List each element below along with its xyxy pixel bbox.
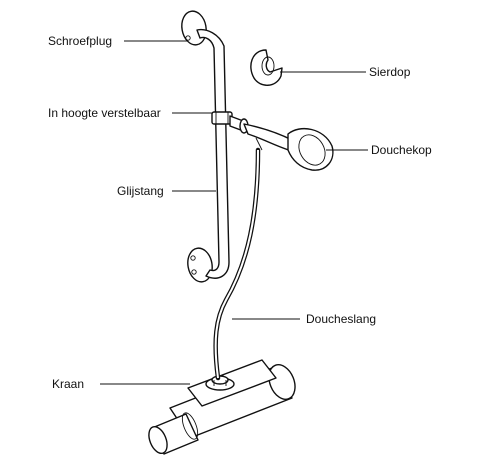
label-doucheslang: Doucheslang	[306, 312, 376, 326]
mixer-tap	[148, 359, 296, 455]
label-in-hoogte-verstelbaar: In hoogte verstelbaar	[48, 106, 161, 120]
height-slider	[211, 111, 249, 134]
screw-plug	[185, 35, 197, 275]
label-sierdop: Sierdop	[369, 65, 411, 79]
shower-hose	[213, 147, 261, 381]
shower-head	[243, 123, 334, 171]
label-glijstang: Glijstang	[117, 184, 164, 198]
slide-rail	[181, 10, 230, 283]
decorative-cap	[250, 49, 283, 86]
label-schroefplug: Schroefplug	[48, 34, 112, 48]
label-kraan: Kraan	[52, 377, 84, 391]
label-douchekop: Douchekop	[371, 143, 432, 157]
